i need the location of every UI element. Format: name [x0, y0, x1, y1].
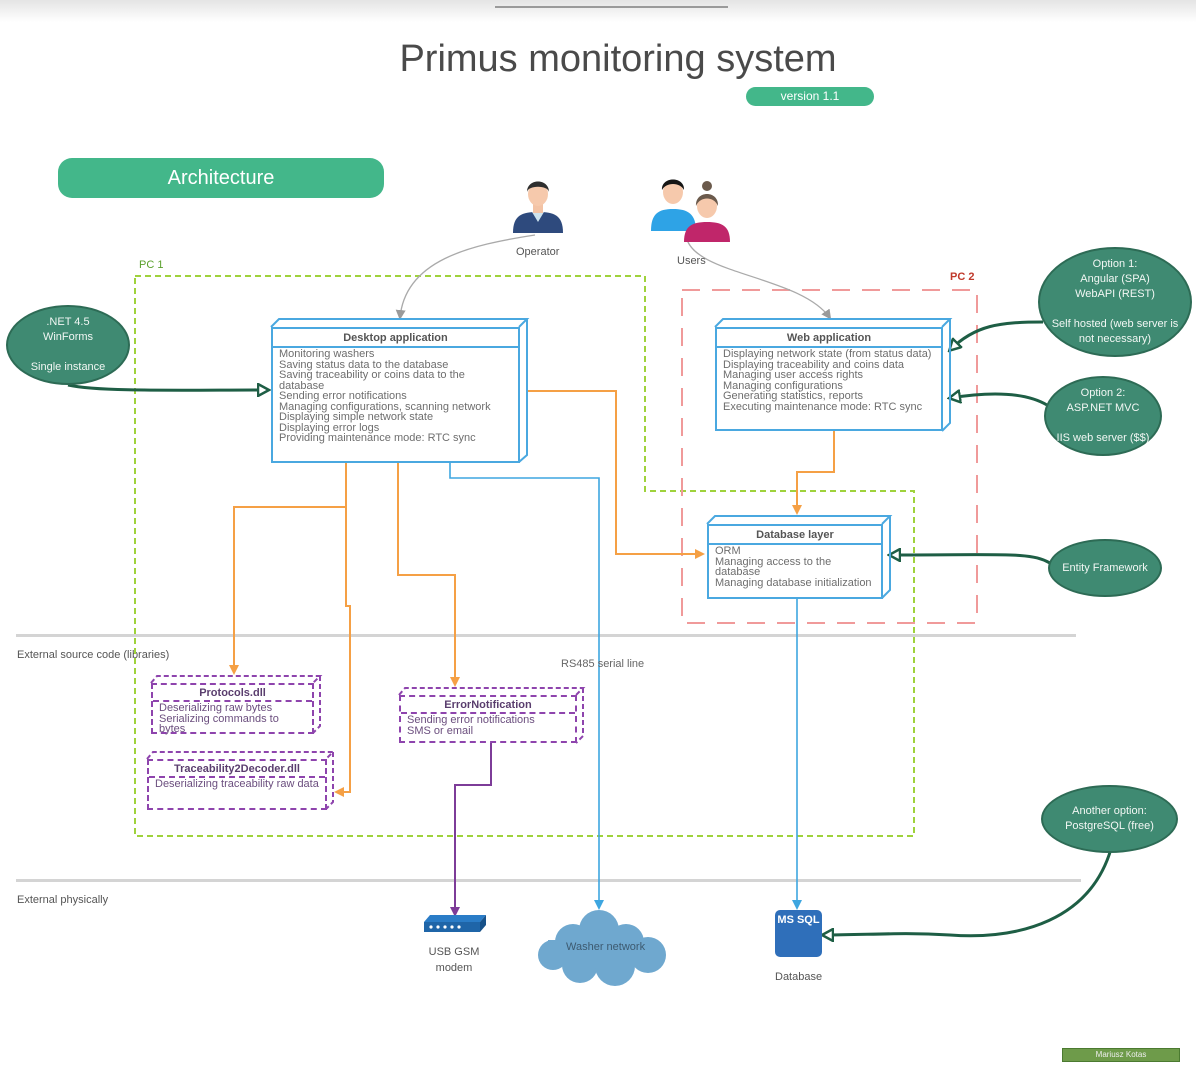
version-badge: version 1.1 [746, 87, 874, 106]
mssql-database-icon: MS SQL [775, 910, 822, 957]
traceability2decoder-dll-library[interactable]: Traceability2Decoder.dll Deserializing t… [147, 759, 327, 810]
traceability2decoder-dll-title: Traceability2Decoder.dll [149, 761, 325, 778]
option1-note: Option 1: Angular (SPA) WebAPI (REST) Se… [1038, 247, 1192, 357]
pc1-label: PC 1 [139, 259, 164, 271]
errornotification-library[interactable]: ErrorNotification Sending error notifica… [399, 695, 577, 743]
zone-label-external-libraries: External source code (libraries) [17, 649, 170, 661]
entity-framework-note-connector [890, 555, 1051, 565]
section-title-architecture: Architecture [58, 158, 384, 198]
modem-label: USB GSM modem [428, 946, 480, 974]
errornotification-to-modem-connector [450, 742, 492, 917]
postgresql-note-connector [823, 848, 1113, 936]
database-layer-component[interactable]: Database layer ORM Managing access to th… [707, 524, 883, 599]
traceability2decoder-dll-responsibilities: Deserializing traceability raw data [155, 778, 319, 790]
rs485-label: RS485 serial line [561, 658, 645, 670]
option1-note-connector [950, 320, 1044, 350]
rs485-serial-line [449, 462, 604, 910]
web-application-responsibilities: Displaying network state (from status da… [723, 348, 932, 413]
option2-note-connector [950, 394, 1048, 407]
pc2-label: PC 2 [950, 271, 975, 283]
pc1-zone-border [134, 275, 915, 837]
net-note-connector [67, 385, 268, 390]
section-divider-physical [16, 879, 1081, 882]
protocols-dll-title: Protocols.dll [153, 685, 312, 702]
window-top-bar [0, 0, 1196, 22]
operator-connector [395, 234, 536, 320]
zone-label-external-physical: External physically [17, 894, 109, 906]
modem-icon [424, 915, 486, 932]
page-title: Primus monitoring system [399, 38, 837, 80]
option2-note: Option 2: ASP.NET MVC IIS web server ($$… [1044, 376, 1162, 456]
cloud-icon [538, 910, 666, 986]
desktop-to-protocols-connector [229, 462, 347, 675]
web-application-component[interactable]: Web application Displaying network state… [715, 327, 943, 431]
desktop-application-title: Desktop application [273, 329, 518, 348]
users-connector [685, 234, 832, 320]
users-avatar-icon [651, 179, 730, 242]
entity-framework-note: Entity Framework [1048, 539, 1162, 597]
errornotification-title: ErrorNotification [401, 697, 575, 714]
top-divider [495, 6, 728, 8]
washer-network-label: Washer network [566, 941, 646, 953]
desktop-to-database-connector [527, 390, 705, 559]
desktop-to-traceability-connector [334, 462, 351, 797]
postgresql-note: Another option: PostgreSQL (free) [1041, 785, 1178, 853]
errornotification-responsibilities: Sending error notifications SMS or email [407, 714, 535, 737]
author-badge: Mariusz Kotas [1062, 1048, 1180, 1062]
pc2-zone-border [681, 289, 978, 624]
operator-label: Operator [516, 246, 560, 258]
users-label: Users [677, 255, 706, 267]
database-layer-title: Database layer [709, 526, 881, 545]
protocols-dll-responsibilities: Deserializing raw bytes Serializing comm… [159, 702, 279, 735]
web-to-database-connector [792, 431, 835, 515]
desktop-application-component[interactable]: Desktop application Monitoring washers S… [271, 327, 520, 463]
web-application-title: Web application [717, 329, 941, 348]
desktop-application-responsibilities: Monitoring washers Saving status data to… [279, 348, 491, 444]
desktop-to-errornotification-connector [397, 462, 460, 687]
protocols-dll-library[interactable]: Protocols.dll Deserializing raw bytes Se… [151, 683, 314, 735]
operator-avatar-icon [513, 181, 563, 233]
section-divider-libraries [16, 634, 1076, 637]
database-layer-responsibilities: ORM Managing access to the database Mana… [715, 545, 872, 589]
net-winforms-note: .NET 4.5 WinForms Single instance [6, 305, 130, 385]
database-label: Database [775, 971, 823, 983]
